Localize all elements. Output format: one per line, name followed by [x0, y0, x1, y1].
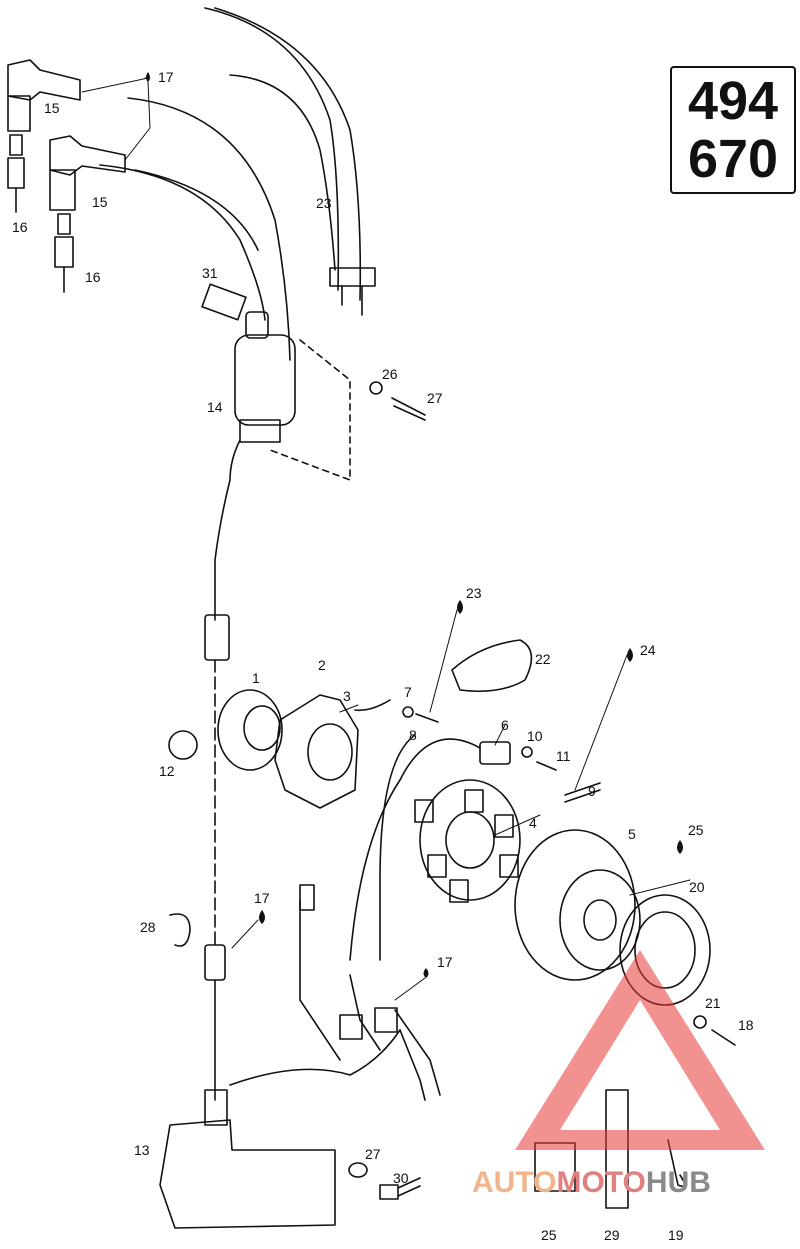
callout-17: 17: [158, 69, 174, 85]
o-ring: [217, 689, 283, 771]
callout-19: 21: [705, 995, 721, 1011]
model-number-box: 494 670: [670, 66, 796, 194]
callout-16: 16: [12, 219, 28, 235]
callout-11: 11: [556, 748, 571, 764]
coil-connector: [204, 614, 230, 661]
callout-27: 19: [668, 1227, 684, 1243]
model-number-670: 670: [687, 129, 779, 189]
stator-housing: [274, 694, 359, 809]
callout-labels: 17 15 15 16 16 23 31 26 27 14 23 22 24 1…: [12, 69, 754, 1243]
mounting-dash-line: [269, 339, 351, 481]
cdi-module: [159, 1089, 336, 1229]
callout-26: 27: [427, 390, 443, 406]
ignition-coil: [214, 311, 296, 621]
callout-25: 27: [365, 1146, 381, 1162]
leader-lines: [81, 77, 691, 1001]
callout-18: 20: [689, 879, 705, 895]
callout-12: 12: [159, 763, 175, 779]
spark-plug-lower: [54, 213, 74, 293]
spark-plug-cap-lower: [49, 135, 126, 211]
screws: [402, 706, 601, 803]
watermark-triangle-icon: [515, 950, 765, 1150]
watermark: AUTOMOTOHUB: [472, 950, 765, 1199]
watermark-text: AUTOMOTOHUB: [472, 1166, 711, 1199]
washer: [348, 1162, 368, 1178]
callout-6: 6: [501, 717, 509, 733]
callout-17: 17: [437, 954, 453, 970]
callout-1: 1: [252, 670, 260, 686]
ignition-wires: [99, 7, 362, 361]
wire-holders: [329, 267, 376, 316]
callout-22: 22: [535, 651, 551, 667]
callout-17: 17: [254, 890, 270, 906]
callout-3: 3: [343, 688, 351, 704]
callout-4: 4: [529, 815, 537, 831]
callout-2: 2: [318, 657, 326, 673]
cable-tie-right: [667, 1139, 686, 1188]
callout-5: 5: [628, 826, 636, 842]
callout-16: 16: [85, 269, 101, 285]
watermark-moto: MOTO: [556, 1166, 645, 1199]
callout-24: 25: [688, 822, 704, 838]
callout-8: 8: [409, 727, 417, 743]
flywheel: [514, 829, 641, 981]
cover: [451, 639, 533, 693]
watermark-hub: HUB: [646, 1166, 711, 1199]
callout-31: 31: [202, 265, 218, 281]
callout-23: 23: [466, 585, 482, 601]
callout-30: 25: [541, 1227, 557, 1243]
callout-23: 24: [640, 642, 656, 658]
cable-tie-left: [169, 913, 191, 947]
spark-plug-upper: [7, 134, 25, 213]
flywheel-bolt: [693, 1015, 736, 1046]
callout-15: 15: [92, 194, 108, 210]
cdi-bolt: [379, 1177, 421, 1200]
protective-sleeve: [201, 283, 247, 321]
housing-wire: [354, 699, 391, 712]
lubricant-symbols: [146, 72, 683, 978]
callout-29: 30: [393, 1170, 409, 1186]
callout-14: 14: [207, 399, 223, 415]
stator-harness: [349, 738, 481, 961]
model-number-494: 494: [687, 71, 779, 131]
spark-plug-cap-upper: [7, 59, 81, 132]
callout-10: 10: [527, 728, 543, 744]
callout-9: 9: [588, 783, 596, 799]
callout-28: 29: [604, 1227, 620, 1243]
stator: [414, 779, 521, 903]
callout-7: 7: [404, 684, 412, 700]
grommet: [168, 730, 198, 760]
callout-21: 23: [316, 195, 332, 211]
watermark-auto: AUTO: [472, 1166, 556, 1199]
trigger-coil: [479, 741, 511, 765]
oil-seal: [243, 705, 281, 751]
callout-25: 26: [382, 366, 398, 382]
coil-bolt: [369, 381, 426, 421]
callout-27: 28: [140, 919, 156, 935]
callout-13: 13: [134, 1142, 150, 1158]
callout-20: 18: [738, 1017, 754, 1033]
main-harness: [204, 884, 441, 1101]
callout-15: 15: [44, 100, 60, 116]
